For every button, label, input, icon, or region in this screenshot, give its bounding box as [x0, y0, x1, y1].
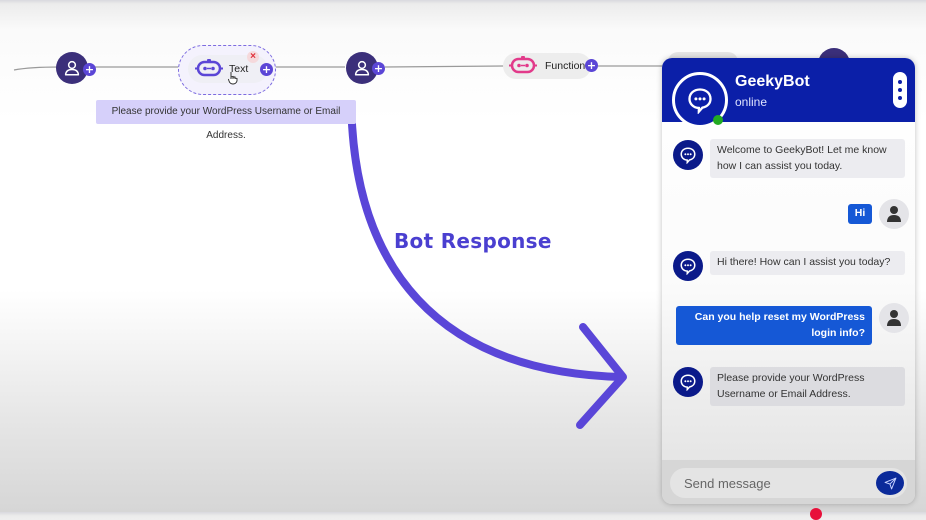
annotation-arrow-head	[576, 323, 627, 429]
more-dot-icon	[898, 80, 902, 84]
chat-bubble-icon	[688, 88, 712, 114]
user-icon	[887, 206, 901, 222]
flow-node-text[interactable]: Text	[188, 55, 268, 83]
chat-bubble-icon	[680, 374, 696, 391]
flow-node-function[interactable]: Function	[503, 53, 591, 79]
bot-message: Please provide your WordPress Username o…	[710, 367, 905, 406]
send-icon	[884, 477, 896, 489]
text-node-preview: Please provide your WordPress Username o…	[96, 100, 356, 141]
online-indicator	[713, 115, 723, 125]
add-node-button[interactable]: +	[372, 62, 385, 75]
message-input[interactable]	[670, 468, 907, 498]
send-button[interactable]	[876, 471, 904, 495]
hand-cursor-icon	[228, 72, 238, 85]
annotation-label: Bot Response	[394, 229, 552, 253]
user-message: Hi	[848, 204, 872, 224]
user-icon	[887, 310, 901, 326]
add-node-button[interactable]: +	[585, 59, 598, 72]
user-message: Can you help reset my WordPress login in…	[676, 306, 872, 345]
connector-line	[13, 66, 61, 71]
bot-message: Welcome to GeekyBot! Let me know how I c…	[710, 139, 905, 178]
bot-message-avatar	[673, 367, 703, 397]
node-label: Text	[229, 63, 249, 75]
more-dot-icon	[898, 88, 902, 92]
add-node-button[interactable]: +	[260, 63, 273, 76]
bot-message: Hi there! How can I assist you today?	[710, 251, 905, 275]
bot-icon	[195, 59, 223, 77]
user-avatar	[879, 303, 909, 333]
chat-composer	[662, 460, 915, 504]
add-node-button[interactable]: +	[83, 63, 96, 76]
delete-node-button[interactable]: ×	[247, 51, 259, 63]
connector-line	[384, 65, 505, 68]
user-avatar	[879, 199, 909, 229]
more-dot-icon	[898, 96, 902, 100]
chat-bubble-icon	[680, 258, 696, 275]
bot-status: online	[735, 95, 768, 109]
notification-dot	[810, 508, 822, 520]
node-label: Function	[545, 60, 586, 72]
bot-icon	[509, 56, 537, 74]
user-icon	[64, 60, 80, 76]
chat-widget: GeekyBot online Welcome to GeekyBot! Let…	[662, 58, 915, 504]
chat-menu-button[interactable]	[893, 72, 907, 108]
chat-header: GeekyBot online	[662, 58, 915, 128]
bot-message-avatar	[673, 140, 703, 170]
annotation-arrow-curve	[348, 120, 626, 381]
user-icon	[354, 60, 370, 76]
bot-name: GeekyBot	[735, 73, 810, 90]
flow-node-user-1[interactable]	[56, 52, 88, 84]
bot-message-avatar	[673, 251, 703, 281]
chat-bubble-icon	[680, 147, 696, 164]
